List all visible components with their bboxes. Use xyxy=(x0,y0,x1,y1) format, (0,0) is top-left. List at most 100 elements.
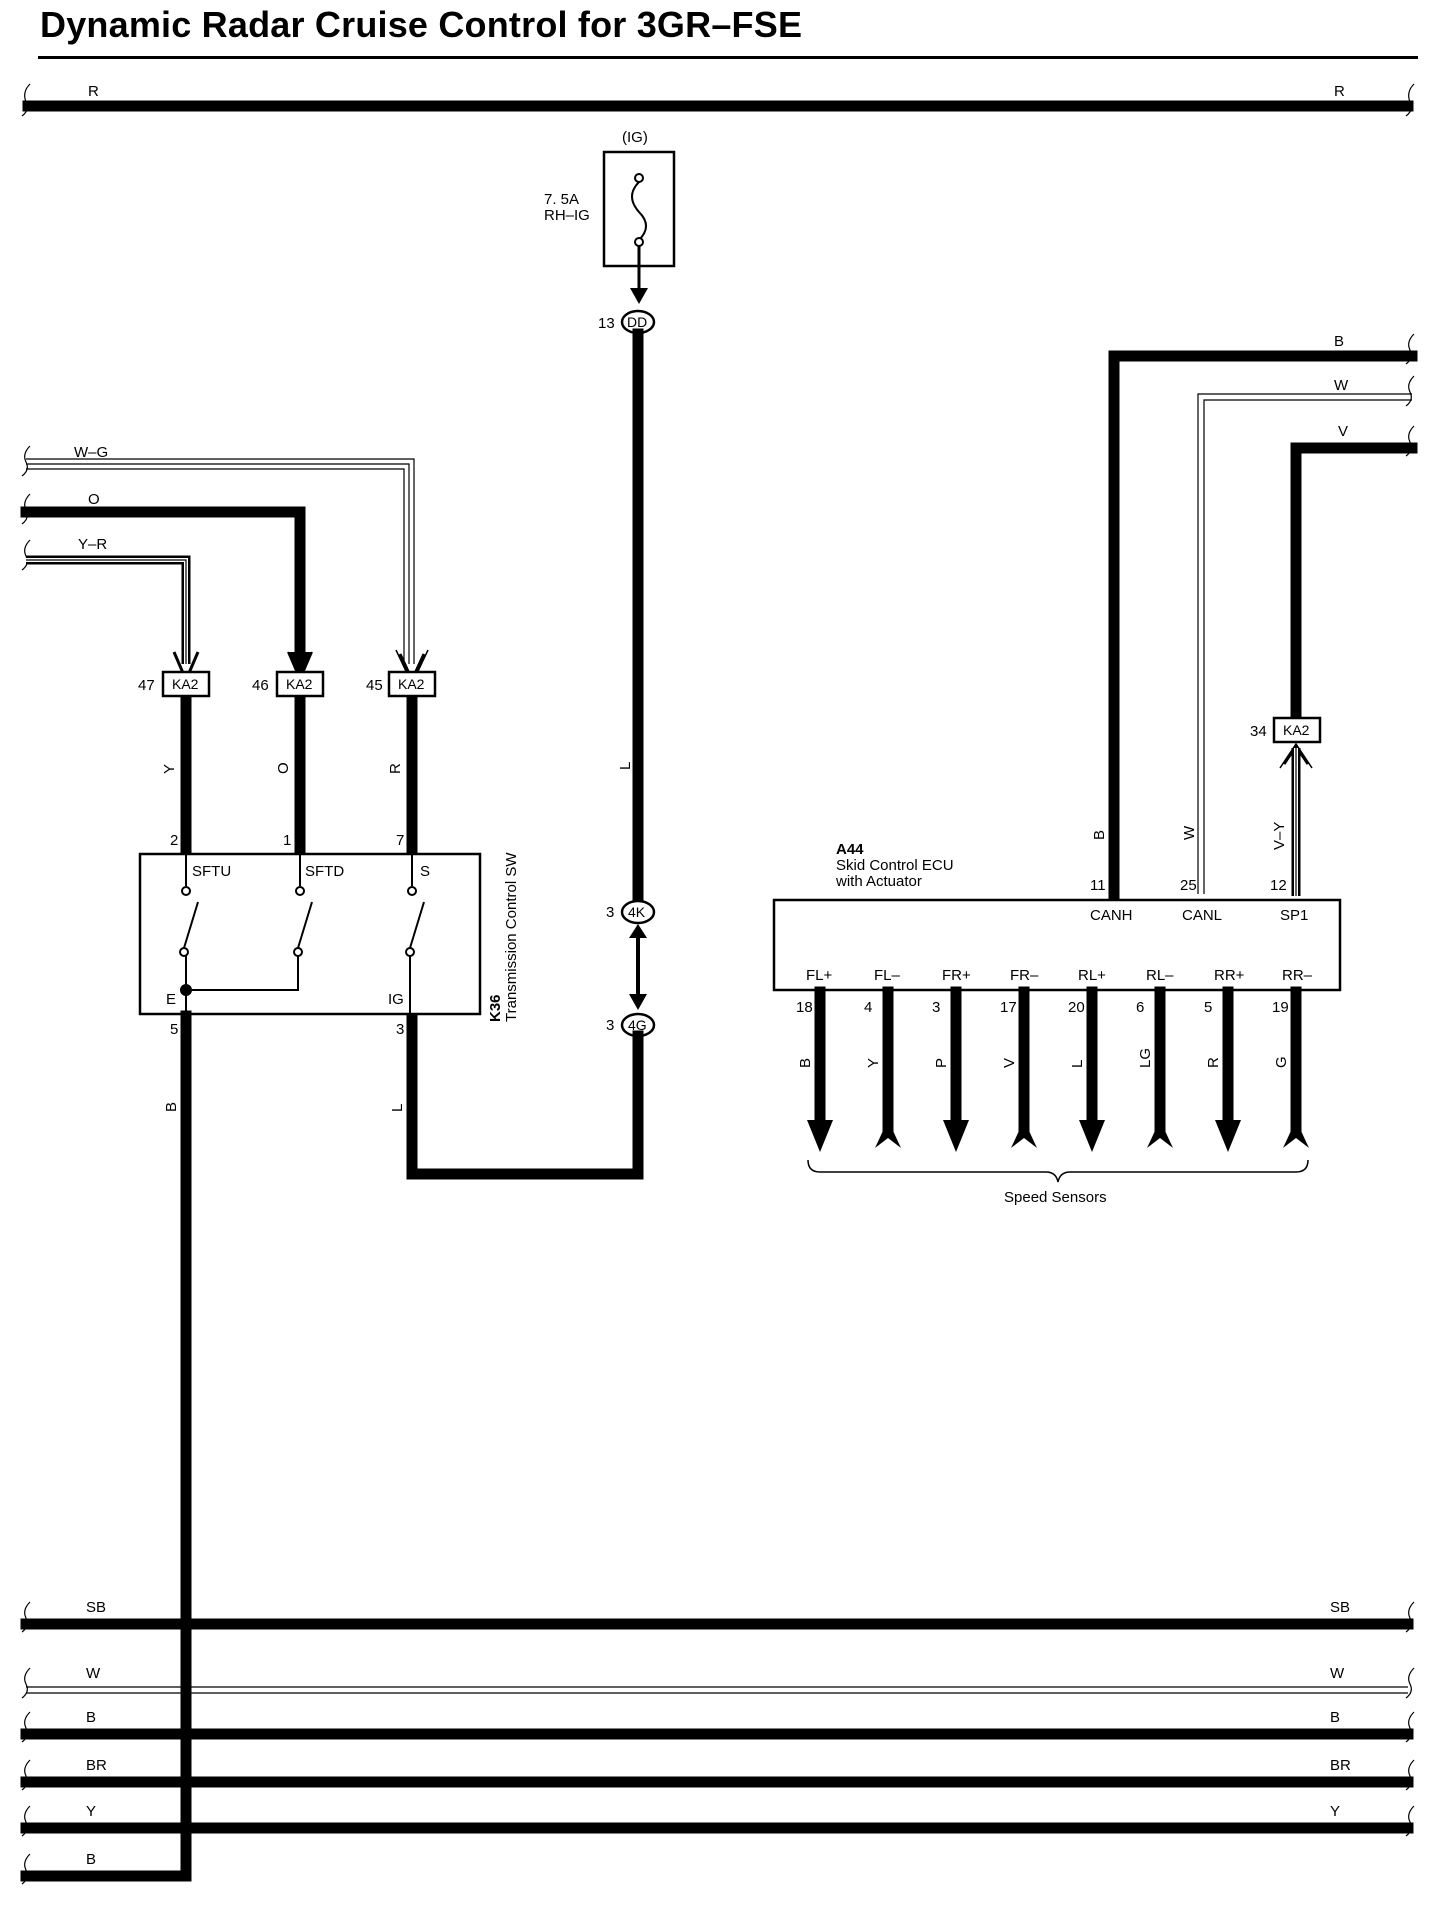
wire-o-label: O xyxy=(275,762,292,774)
wire-color-rl-minus: LG xyxy=(1137,1048,1154,1068)
wire-l-main-label: L xyxy=(617,762,634,770)
bus-label-right: BR xyxy=(1330,1757,1351,1774)
k36-box xyxy=(138,852,482,1016)
a44-pin-rr-minus: 19 xyxy=(1272,999,1289,1016)
a44-pin-fr-plus: 3 xyxy=(932,999,940,1016)
bus-label-left: BR xyxy=(86,1757,107,1774)
k36-code: K36 xyxy=(487,994,504,1022)
left-input-o-label: O xyxy=(88,491,100,508)
ka2-45-pin: 45 xyxy=(366,677,383,694)
junction-dd: 13 DD xyxy=(598,309,656,335)
a44-term-rl-plus: RL+ xyxy=(1078,967,1106,984)
k36-pin-s: 7 xyxy=(396,832,404,849)
a44-pin-fl-plus: 18 xyxy=(796,999,813,1016)
a44-pin-rl-plus: 20 xyxy=(1068,999,1085,1016)
fuse-element-icon xyxy=(631,181,647,241)
junction-4g-pin: 3 xyxy=(606,1017,614,1034)
bus-label-right: B xyxy=(1330,1709,1340,1726)
a44-pin-sp1: 12 xyxy=(1270,877,1287,894)
a44-name-line1: Skid Control ECU xyxy=(836,857,954,874)
switch-s-icon xyxy=(409,901,425,949)
arrow-down-icon xyxy=(1215,1120,1241,1152)
wire-l-ig-label: L xyxy=(389,1104,406,1112)
right-input-w-label: W xyxy=(1334,377,1349,394)
k36-transmission-control-sw: 2 1 7 SFTU SFTD S E IG 5 3 K36 Transmiss… xyxy=(138,832,520,1038)
bus-r-top: R R xyxy=(21,83,1415,117)
fuse-rh-ig: (IG) 7. 5A RH–IG xyxy=(544,129,676,304)
a44-term-fr-minus: FR– xyxy=(1010,967,1039,984)
junction-4k: 3 4K xyxy=(606,899,656,1010)
speed-sensors-brace xyxy=(807,1159,1309,1183)
wire-y-label: Y xyxy=(161,764,178,774)
k36-term-e: E xyxy=(166,991,176,1008)
k36-term-s: S xyxy=(420,863,430,880)
left-inputs: W–G O Y–R xyxy=(20,444,429,686)
a44-term-rl-minus: RL– xyxy=(1146,967,1174,984)
wire-color-fl-plus: B xyxy=(797,1058,814,1068)
k36-pin-ig: 3 xyxy=(396,1021,404,1038)
arrow-down-icon xyxy=(943,1120,969,1152)
wire-crossing xyxy=(178,1616,194,1632)
arrow-down-icon xyxy=(630,288,648,304)
bus-br-3: BR BR xyxy=(20,1757,1415,1791)
title-rule xyxy=(38,56,1418,59)
connector-ka2-34: 34 KA2 xyxy=(1250,716,1322,769)
arrow-up-icon xyxy=(1011,1120,1037,1148)
page-title: Dynamic Radar Cruise Control for 3GR–FSE xyxy=(40,4,803,45)
a44-code: A44 xyxy=(836,841,864,858)
a44-term-canh: CANH xyxy=(1090,907,1133,924)
left-input-wg-label: W–G xyxy=(74,444,108,461)
wire-canl-label: W xyxy=(1181,825,1198,840)
bus-label-left: B xyxy=(86,1709,96,1726)
a44-pin-rr-plus: 5 xyxy=(1204,999,1212,1016)
wire-sp1-label: V–Y xyxy=(1271,822,1288,850)
bus-label-left: SB xyxy=(86,1599,106,1616)
k36-term-ig: IG xyxy=(388,991,404,1008)
junction-4k-name: 4K xyxy=(628,904,646,920)
a44-pin-rl-minus: 6 xyxy=(1136,999,1144,1016)
fuse-rating: 7. 5A xyxy=(544,191,579,208)
ka2-46-pin: 46 xyxy=(252,677,269,694)
a44-pin-fl-minus: 4 xyxy=(864,999,872,1016)
k36-pin-e: 5 xyxy=(170,1021,178,1038)
switch-sftd-icon xyxy=(297,901,313,949)
fuse-name: RH–IG xyxy=(544,207,590,224)
a44-term-fl-minus: FL– xyxy=(874,967,901,984)
a44-term-rr-minus: RR– xyxy=(1282,967,1313,984)
wire-color-rr-plus: R xyxy=(1205,1057,1222,1068)
a44-box xyxy=(772,898,1342,992)
a44-pin-fr-minus: 17 xyxy=(1000,999,1017,1016)
arrow-up-icon xyxy=(875,1120,901,1148)
a44-pin-canl: 25 xyxy=(1180,877,1197,894)
wire-l-ig xyxy=(406,1010,644,1180)
a44-term-fl-plus: FL+ xyxy=(806,967,833,984)
ka2-34-name: KA2 xyxy=(1283,722,1310,738)
junction-dd-pin: 13 xyxy=(598,315,615,332)
right-inputs: B W V xyxy=(1108,333,1418,900)
wire-color-fl-minus: Y xyxy=(865,1058,882,1068)
a44-term-rr-plus: RR+ xyxy=(1214,967,1245,984)
connector-ka2-46: 46 KA2 xyxy=(252,670,325,698)
k36-pin-sftd: 1 xyxy=(283,832,291,849)
a44-name-line2: with Actuator xyxy=(835,873,922,890)
ka2-45-name: KA2 xyxy=(398,676,425,692)
switch-sftu-icon xyxy=(183,901,199,949)
bus-r-label-right: R xyxy=(1334,83,1345,100)
connector-ka2-45: 45 KA2 xyxy=(366,670,437,698)
arrow-up-icon xyxy=(1147,1120,1173,1148)
arrow-down-icon xyxy=(807,1120,833,1152)
junction-dd-name: DD xyxy=(627,314,647,330)
fuse-ig-label: (IG) xyxy=(622,129,648,146)
wire-color-fr-minus: V xyxy=(1001,1058,1018,1068)
bus-label-left: Y xyxy=(86,1803,96,1820)
a44-term-sp1: SP1 xyxy=(1280,907,1308,924)
ka2-34-pin: 34 xyxy=(1250,723,1267,740)
a44-bottom-terminals: FL+18BFL–4YFR+3PFR–17VRL+20LRL–6LGRR+5RR… xyxy=(796,967,1313,1152)
arrow-up-icon xyxy=(1283,1120,1309,1148)
junction-4g: 3 4G xyxy=(606,1012,656,1038)
speed-sensors-label: Speed Sensors xyxy=(1004,1189,1107,1206)
